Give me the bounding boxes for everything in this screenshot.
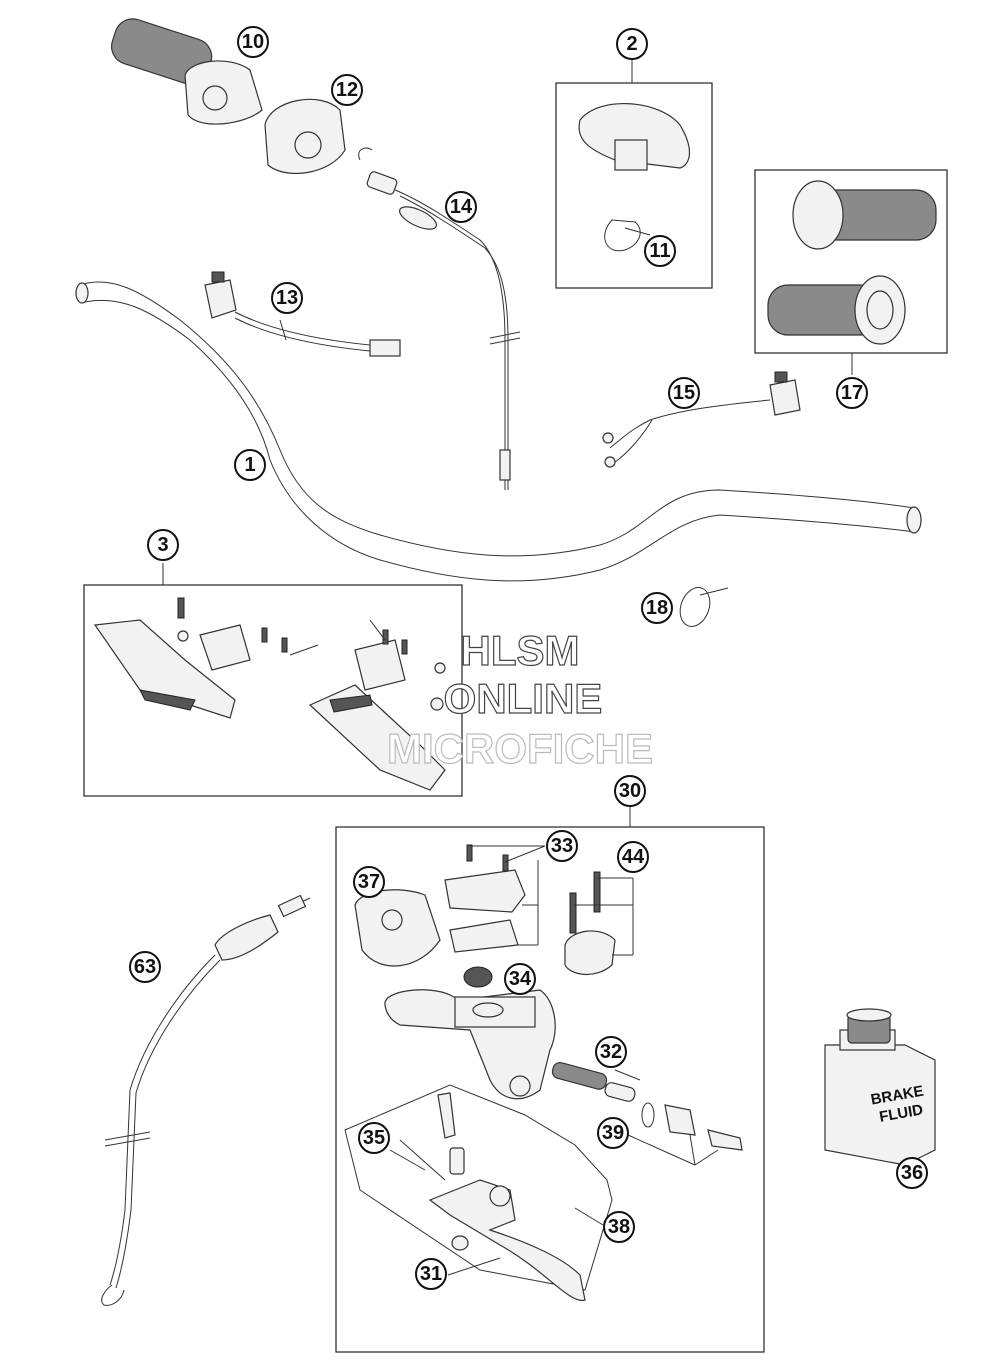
watermark-line3: MICROFICHE [387,725,653,772]
throttle-cable [358,147,521,490]
callout-39[interactable]: 39 [597,1117,629,1149]
callout-31[interactable]: 31 [415,1258,447,1290]
throttle-grip [111,18,263,125]
callout-39-label: 39 [602,1122,624,1144]
callout-17[interactable]: 17 [836,377,868,409]
callout-32-label: 32 [600,1041,622,1063]
handguard-right [308,684,446,791]
callout-10-label: 10 [242,31,264,53]
callout-33[interactable]: 33 [546,830,578,862]
callout-36-label: 36 [901,1162,923,1184]
callout-14[interactable]: 14 [445,191,477,223]
bar-pad-kit-box [555,82,713,289]
master-cylinder-body [384,989,556,1100]
callout-15[interactable]: 15 [668,377,700,409]
callout-3-label: 3 [157,534,168,556]
callout-63[interactable]: 63 [129,951,161,983]
callout-11[interactable]: 11 [644,235,676,267]
watermark: HLSM ONLINE MICROFICHE [386,626,653,772]
callout-36[interactable]: 36 [896,1157,928,1189]
diaphragm-34 [463,966,493,988]
callout-10[interactable]: 10 [237,26,269,58]
lever-assembly-box [344,1084,613,1302]
leader-lines [389,845,719,1276]
callout-30[interactable]: 30 [614,775,646,807]
callout-30-label: 30 [619,780,641,802]
reservoir-cover [444,844,526,953]
callout-13[interactable]: 13 [271,282,303,314]
bushing-39 [641,1102,743,1151]
bar-pad [578,103,690,171]
callout-14-label: 14 [450,196,473,218]
callout-11-label: 11 [649,240,670,262]
callout-38-label: 38 [608,1216,630,1238]
watermark-line1: HLSM [461,627,580,674]
lever-guard-37 [354,889,441,967]
callout-31-label: 31 [420,1263,442,1285]
clamp-44 [564,871,634,975]
callout-2[interactable]: 2 [616,28,648,60]
callout-2-label: 2 [626,33,637,55]
callout-34-label: 34 [509,968,532,990]
callout-13-label: 13 [276,287,298,309]
throttle-housing-cover [264,98,346,174]
callout-38[interactable]: 38 [603,1211,635,1243]
start-switch [602,371,801,468]
grip-set [767,180,937,345]
callout-35[interactable]: 35 [358,1122,390,1154]
callout-12-label: 12 [336,79,358,101]
callout-37-label: 37 [358,871,380,893]
callout-1[interactable]: 1 [234,449,266,481]
brake-master-cylinder-box [335,826,765,1353]
callout-32[interactable]: 32 [595,1036,627,1068]
callout-34[interactable]: 34 [504,963,536,995]
cable-tie [604,219,651,252]
cable-tie-18 [679,587,729,627]
grip-set-box [754,169,948,354]
callout-12[interactable]: 12 [331,74,363,106]
handguard-kit-box [83,584,463,797]
brake-fluid-bottle: BRAKE FLUID [824,1008,936,1166]
callout-37[interactable]: 37 [353,866,385,898]
callout-44-label: 44 [622,846,645,868]
handguard-left [93,619,236,719]
watermark-line2: ONLINE [444,675,603,722]
kill-switch [204,271,401,357]
hydraulic-line-63 [101,894,311,1306]
callout-33-label: 33 [551,835,573,857]
handlebar [75,281,922,582]
callout-15-label: 15 [673,382,695,404]
callout-35-label: 35 [363,1127,385,1149]
callout-18[interactable]: 18 [641,592,673,624]
callout-3[interactable]: 3 [147,529,179,561]
callout-1-label: 1 [244,454,255,476]
callout-44[interactable]: 44 [617,841,649,873]
callout-18-label: 18 [646,597,668,619]
piston-32 [551,1061,636,1102]
callout-63-label: 63 [134,956,156,978]
handguard-mounts [177,597,446,711]
callout-17-label: 17 [841,382,863,404]
